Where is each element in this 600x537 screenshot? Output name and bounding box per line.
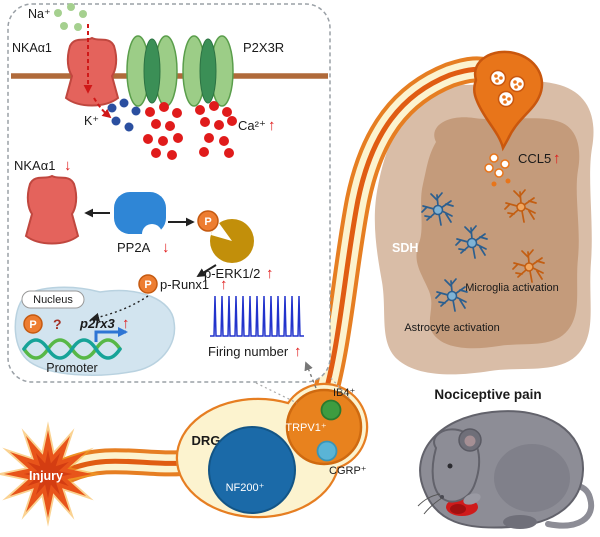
promoter-arrow [94, 327, 128, 342]
pp2a-decrease-arrow: ↓ [162, 239, 170, 256]
ca-label: Ca²⁺ [238, 118, 266, 133]
nucleus-region: Nucleus P ? p2rx3 ↑ Promoter [14, 286, 176, 376]
sodium-ion-dots [54, 3, 87, 31]
perk-shape: P [197, 210, 254, 263]
sdh-region: SDH Microglia activation Astrocyte activ… [374, 81, 594, 375]
dna-helix [22, 338, 122, 360]
pp2a-shape [114, 192, 166, 244]
spike-train [210, 295, 304, 337]
prunx1-label: p-Runx1 [160, 277, 209, 292]
firing-increase-arrow: ↑ [294, 343, 302, 360]
mouse-tail [545, 483, 595, 529]
microglia-activation-label: Microglia activation [465, 282, 559, 294]
potassium-ion-dots [107, 98, 141, 132]
mouse-eye [447, 463, 453, 469]
calcium-ion-dots [143, 101, 237, 160]
mouse-hind-foot [503, 515, 537, 529]
phosphate-letter: P [29, 319, 36, 331]
prunx1-increase-arrow: ↑ [220, 276, 228, 293]
nucleus-label-pill [21, 290, 85, 309]
p2x3r-label: P2X3R [243, 40, 284, 55]
released-transmitter-dots [484, 153, 511, 187]
trpv1-label: TRPV1⁺ [285, 422, 326, 434]
nka-decrease-arrow: ↓ [64, 157, 72, 174]
nf200-label: NF200⁺ [226, 482, 265, 494]
nka-pump-reduced [25, 175, 79, 245]
nka-reduced-label: NKAα1 [14, 158, 55, 173]
na-label: Na⁺ [28, 7, 51, 21]
ccl5-label: CCL5 [518, 151, 551, 166]
mouse-front-paw [463, 493, 481, 505]
cgrp-label: CGRP⁺ [329, 465, 367, 477]
synaptic-terminal: CCL5 ↑ [473, 50, 561, 187]
k-efflux-dashed-arrow [93, 97, 112, 119]
nka-pump-top [65, 37, 119, 107]
prunx1-group: P p-Runx1 ↑ [138, 274, 228, 294]
ccl5-increase-arrow: ↑ [553, 150, 561, 167]
injury-label: Injury [29, 469, 63, 483]
mouse-whiskers [417, 493, 443, 515]
nociceptive-pain-caption: Nociceptive pain [434, 387, 541, 402]
injury-star: Injury [0, 421, 101, 527]
ca-increase-arrow: ↑ [268, 117, 276, 134]
nka-top-label: NKAα1 [12, 41, 52, 55]
k-label: K⁺ [84, 114, 99, 128]
ib4-dot [320, 399, 342, 421]
mouse-haunch [494, 444, 570, 512]
nf200-circle [208, 426, 296, 514]
mouse-illustration: Nociceptive pain [417, 387, 595, 529]
mechanism-inset: Na⁺ NKAα1 P2X3R K⁺ Ca²⁺ ↑ NKAα1 ↓ [7, 3, 331, 383]
mouse-nose [440, 495, 444, 499]
mouse-wound-dark [450, 504, 466, 514]
prunx1-to-gene-dotted-arrow [90, 295, 149, 322]
promoter-label: Promoter [46, 361, 97, 375]
drg-soma: DRG NF200⁺ IB4⁺ TRPV1⁺ CGRP⁺ [175, 382, 369, 519]
pp2a-label: PP2A [117, 240, 151, 255]
cgrp-dot [316, 440, 338, 462]
nucleus-label: Nucleus [33, 294, 73, 306]
firing-number-label: Firing number [208, 344, 289, 359]
perk-label: p-ERK1/2 [204, 266, 260, 281]
axon-core-line [317, 66, 495, 415]
phosphate-icon [23, 314, 43, 334]
p2rx3-increase-arrow: ↑ [122, 315, 130, 332]
perk-increase-arrow: ↑ [266, 265, 274, 282]
phosphate-icon [197, 210, 219, 232]
p2rx3-gene-label: p2rx3 [79, 316, 115, 331]
axon-peripheral [55, 448, 205, 483]
axon-ascending [307, 56, 505, 425]
mouse-ear-inner [464, 435, 476, 447]
perk-to-prunx1-arrow [196, 264, 217, 277]
sdh-inner-blob [416, 117, 580, 349]
phosphate-letter: P [144, 279, 151, 291]
p2x3r-channel [182, 35, 234, 107]
astrocyte-activation-label: Astrocyte activation [404, 322, 499, 334]
synaptic-vesicle [508, 75, 526, 93]
p2x3r-channel [126, 35, 178, 107]
sdh-label: SDH [392, 241, 418, 255]
phosphate-icon [138, 274, 158, 294]
phosphate-letter: P [204, 216, 211, 228]
firing-callout-arrow [304, 361, 317, 389]
firing-trace: Firing number ↑ [208, 295, 304, 360]
drg-label: DRG [192, 433, 221, 448]
synaptic-vesicle [489, 69, 507, 87]
trpv1-circle [285, 388, 363, 466]
synaptic-vesicle [497, 90, 515, 108]
unknown-factor-question: ? [53, 316, 62, 332]
